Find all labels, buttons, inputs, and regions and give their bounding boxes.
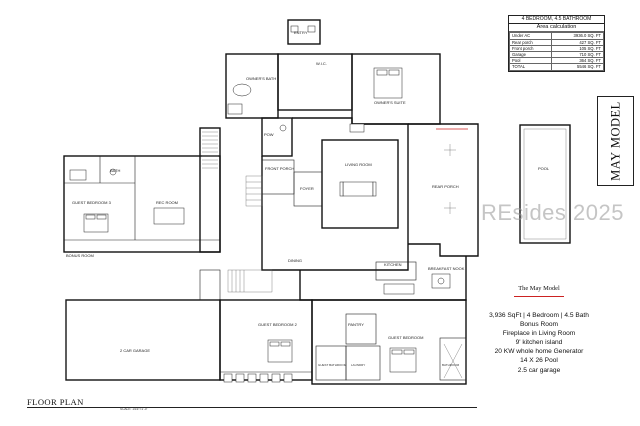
room-label-bath-upper: BATH xyxy=(110,168,120,173)
row-label: Front porch xyxy=(508,44,553,53)
feature-item: 9' kitchen island xyxy=(515,339,563,347)
feature-item: 20 KW whole home Generator xyxy=(494,348,584,356)
rear-porch xyxy=(408,123,479,257)
floor-plan-title: FLOOR PLAN xyxy=(27,397,84,407)
room-label-breakfast-nook: BREAKFAST NOOK xyxy=(428,266,465,271)
room-label-laundry: LAUNDRY xyxy=(351,363,365,367)
model-side-label: MAY MODEL xyxy=(608,101,622,181)
room-label-rear-porch: REAR PORCH xyxy=(432,184,459,189)
model-side-title-box: MAY MODEL xyxy=(597,96,634,186)
room-label-front-porch: FRONT PORCH xyxy=(265,166,294,171)
room-label-guest-bath: GUEST BATHROOM xyxy=(318,363,347,367)
owners-wing xyxy=(225,19,441,157)
scale-note: SCALE: 1/16"=1'-0" xyxy=(120,407,148,411)
kitchen-area xyxy=(227,256,467,301)
room-label-owners-suite: OWNER'S SUITE xyxy=(374,100,406,105)
room-label-foyer: FOYER xyxy=(300,186,314,191)
room-label-guest-bedroom-2: GUEST BEDROOM 2 xyxy=(258,322,298,327)
main-core xyxy=(245,117,409,271)
feature-item: Fireplace in Living Room xyxy=(502,330,576,338)
title-underline xyxy=(27,407,477,408)
table-header: 4 BEDROOM, 4.5 BATHROOM xyxy=(509,16,604,25)
row-label: Rear porch xyxy=(508,38,553,46)
area-calculation-table: 4 BEDROOM, 4.5 BATHROOM Area calculation… xyxy=(508,15,605,72)
bonus-wing xyxy=(63,127,221,253)
features-list: 3,936 SqFt | 4 Bedroom | 4.5 Bath Bonus … xyxy=(474,311,604,375)
lower-wing xyxy=(65,269,467,385)
room-label-entry: ENTRY xyxy=(294,30,308,35)
room-label-living-room: LIVING ROOM xyxy=(345,162,372,167)
row-value: 5546 SQ. FT xyxy=(551,63,604,71)
feature-item: 14 X 26 Pool xyxy=(520,357,558,365)
room-label-rec-room: REC ROOM xyxy=(156,200,178,205)
room-label-pantry: PANTRY xyxy=(348,322,364,327)
room-label-kitchen: KITCHEN xyxy=(384,262,402,267)
model-title: The May Model xyxy=(518,285,560,292)
room-label-wic: W.I.C. xyxy=(316,61,327,66)
room-label-garage: 2 CAR GARAGE xyxy=(120,348,150,353)
feature-item: 3,936 SqFt | 4 Bedroom | 4.5 Bath xyxy=(489,312,589,319)
room-label-guest-bedroom: GUEST BEDROOM xyxy=(388,335,424,340)
room-label-bathroom: BATHROOM xyxy=(442,363,460,367)
row-value: 3936.0 SQ. FT xyxy=(551,32,604,40)
feature-item: Bonus Room xyxy=(519,321,559,329)
pool xyxy=(519,124,571,244)
watermark: REsides 2025 xyxy=(481,200,624,225)
room-label-owners-bath: OWNER'S BATH xyxy=(246,76,276,81)
model-title-underline xyxy=(514,296,564,297)
room-label-guest-bedroom-3: GUEST BEDROOM 3 xyxy=(72,200,112,205)
room-label-pool: POOL xyxy=(538,166,550,171)
room-label-bonus-room: BONUS ROOM xyxy=(66,253,94,258)
table-subheader: Area calculation xyxy=(509,24,604,33)
row-label: TOTAL xyxy=(508,63,553,71)
room-label-dining: DINING xyxy=(288,258,302,263)
feature-item: 2.5 car garage xyxy=(517,366,561,374)
room-label-powder: POW xyxy=(264,132,274,137)
